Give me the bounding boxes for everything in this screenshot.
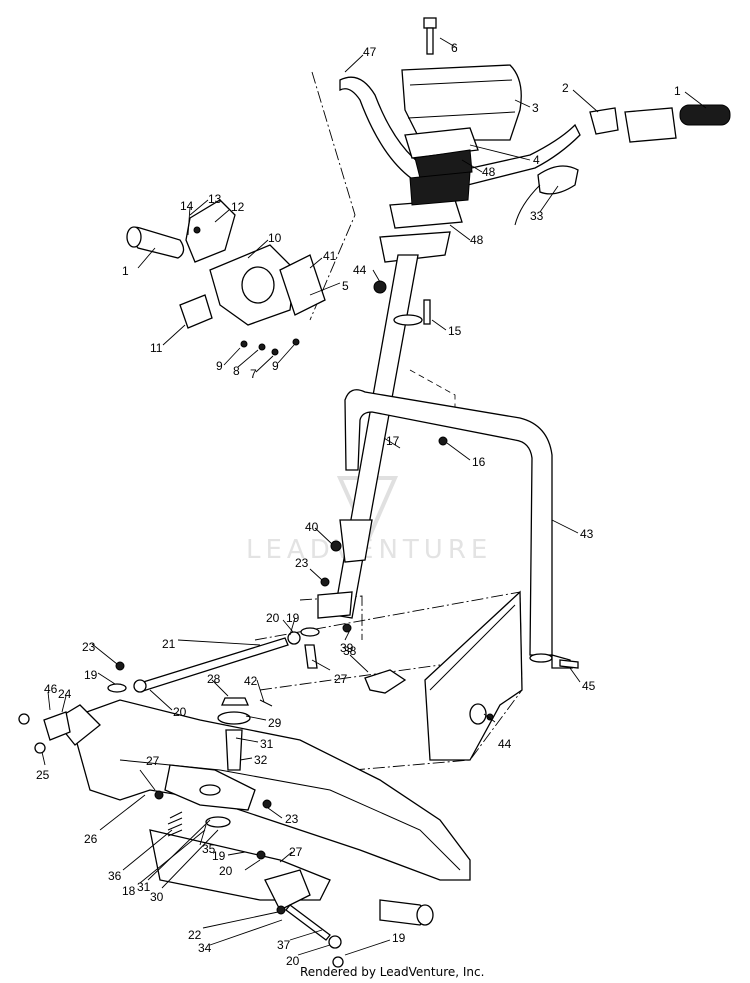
callout-45: 45 <box>582 679 596 693</box>
column-bracket <box>339 519 373 563</box>
callout-34: 34 <box>198 941 212 955</box>
throttle-lever <box>589 107 619 135</box>
callout-48-lower: 48 <box>470 233 484 247</box>
callout-20-mid: 20 <box>219 864 233 878</box>
callout-12: 12 <box>231 200 245 214</box>
callout-28: 28 <box>207 672 221 686</box>
callout-47: 47 <box>363 45 377 59</box>
callout-2: 2 <box>562 81 569 95</box>
callout-23-top: 23 <box>295 556 309 570</box>
callout-6: 6 <box>451 41 458 55</box>
callout-31-top: 31 <box>260 737 274 751</box>
callout-48-upper: 48 <box>482 165 496 179</box>
rod-end-bottom <box>332 956 344 968</box>
callout-10: 10 <box>268 231 282 245</box>
callout-42: 42 <box>244 674 258 688</box>
callout-23-left: 23 <box>82 640 96 654</box>
callout-23-right: 23 <box>285 812 299 826</box>
kill-switch <box>179 294 213 329</box>
callout-3: 3 <box>532 101 539 115</box>
callout-18: 18 <box>122 884 136 898</box>
callout-1-right: 1 <box>674 84 681 98</box>
switch-housing-assembly <box>126 199 326 356</box>
callout-27-left: 27 <box>146 754 160 768</box>
callout-30: 30 <box>150 890 164 904</box>
callout-19-left: 19 <box>84 668 98 682</box>
handlebar-assembly <box>309 17 731 321</box>
callout-20-bottom: 20 <box>286 954 300 968</box>
callout-43: 43 <box>580 527 594 541</box>
callout-19-bottom: 19 <box>392 931 406 945</box>
callout-36: 36 <box>108 869 122 883</box>
callout-7: 7 <box>250 367 257 381</box>
credit-text: Rendered by LeadVenture, Inc. <box>300 965 484 979</box>
callout-16: 16 <box>472 455 486 469</box>
callout-15: 15 <box>448 324 462 338</box>
callout-31-bottom: 31 <box>137 880 151 894</box>
callout-21: 21 <box>162 637 176 651</box>
callout-20-left: 20 <box>173 705 187 719</box>
callout-8: 8 <box>233 364 240 378</box>
callout-9-left: 9 <box>216 359 223 373</box>
callout-19-top: 19 <box>286 611 300 625</box>
callout-24: 24 <box>58 687 72 701</box>
callout-40: 40 <box>305 520 319 534</box>
leader-lines <box>41 37 707 956</box>
callout-37: 37 <box>277 938 291 952</box>
callout-41: 41 <box>323 249 337 263</box>
callout-27-right: 27 <box>289 845 303 859</box>
callout-13: 13 <box>208 192 222 206</box>
callout-labels: 6 47 3 4 48 48 2 1 33 13 12 14 10 1 41 5… <box>36 41 681 968</box>
handlebar <box>339 76 581 193</box>
upper-clamp <box>404 127 479 159</box>
frame-assembly <box>54 590 523 926</box>
callout-9-right: 9 <box>272 359 279 373</box>
callout-44-right: 44 <box>498 737 512 751</box>
callout-1-left: 1 <box>122 264 129 278</box>
callout-22: 22 <box>188 928 202 942</box>
right-grip <box>679 104 731 126</box>
callout-39: 39 <box>340 641 354 655</box>
callout-26: 26 <box>84 832 98 846</box>
callout-32: 32 <box>254 753 268 767</box>
callout-29: 29 <box>268 716 282 730</box>
tie-rod-assembly <box>18 623 494 949</box>
throttle-cable <box>537 165 579 195</box>
callout-35: 35 <box>202 842 216 856</box>
callout-25: 25 <box>36 768 50 782</box>
callout-14: 14 <box>180 199 194 213</box>
callout-5: 5 <box>342 279 349 293</box>
callout-46: 46 <box>44 682 58 696</box>
callout-4: 4 <box>533 153 540 167</box>
callout-33: 33 <box>530 209 544 223</box>
callout-11: 11 <box>150 341 163 355</box>
roll-bar <box>344 389 579 669</box>
callout-17: 17 <box>386 434 400 448</box>
steering-column <box>317 254 456 619</box>
callout-20-top: 20 <box>266 611 280 625</box>
callout-27-top: 27 <box>334 672 348 686</box>
callout-44-top: 44 <box>353 263 367 277</box>
callout-19-mid: 19 <box>212 849 226 863</box>
callout-38: 38 <box>343 644 357 658</box>
